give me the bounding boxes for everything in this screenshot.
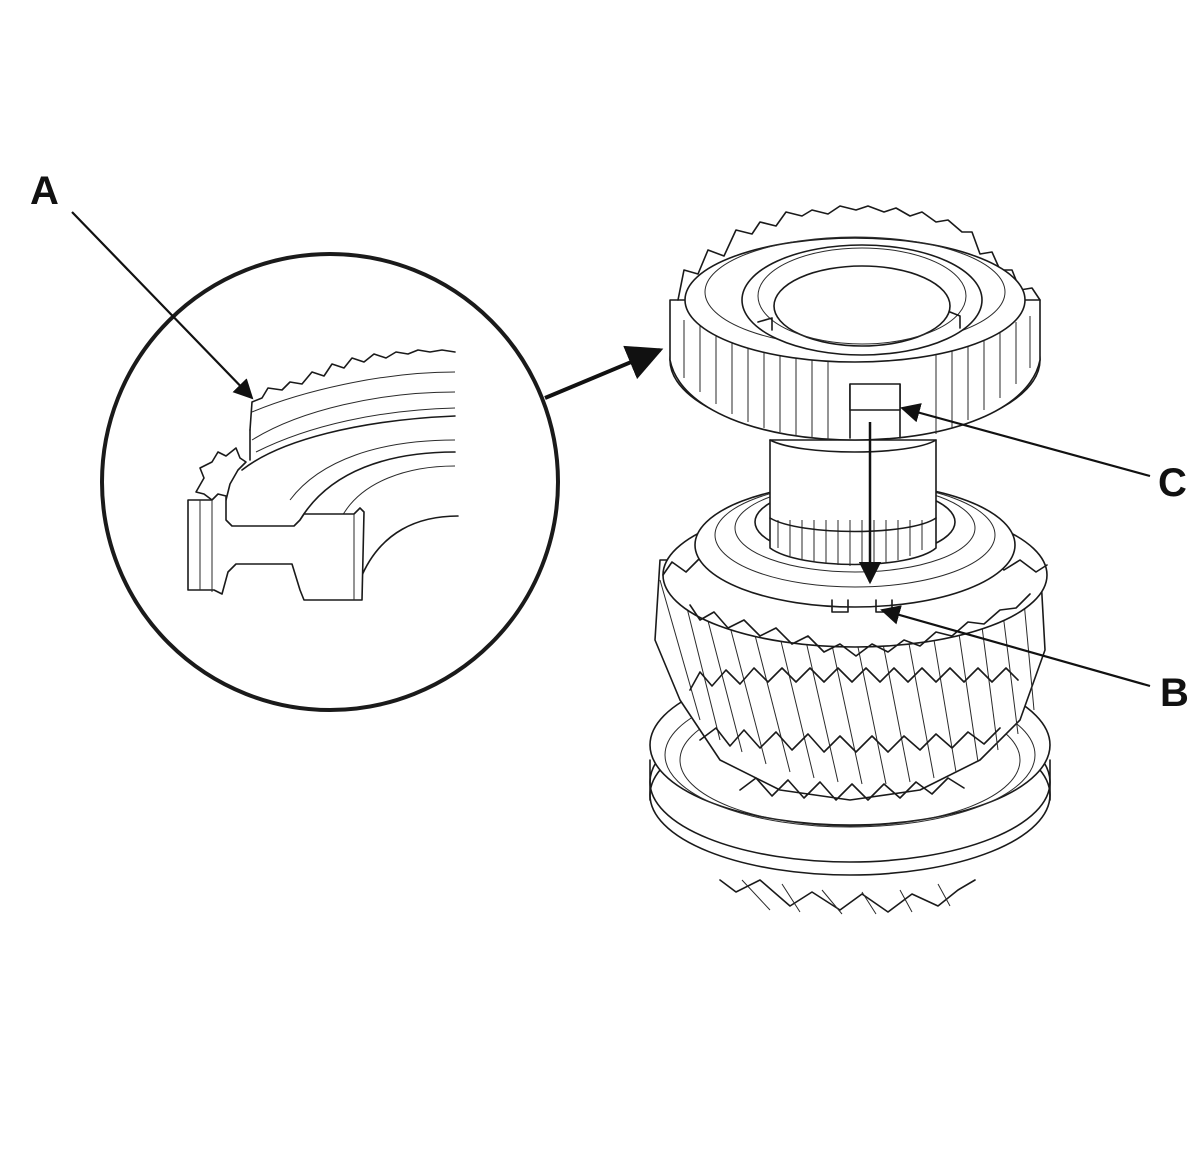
detail-cross-section <box>187 349 459 601</box>
callout-label-c: C <box>1158 461 1187 505</box>
leader-c <box>900 403 1151 478</box>
callout-label-a: A <box>30 169 59 213</box>
hub-shaft <box>769 439 937 566</box>
leader-a <box>71 211 254 400</box>
detail-inset <box>100 252 560 712</box>
upper-synchro-sleeve <box>669 205 1041 453</box>
detail-circle <box>100 252 560 712</box>
gear-assembly <box>649 205 1051 915</box>
detail-pointer-arrow <box>544 345 664 400</box>
callout-label-b: B <box>1160 671 1189 715</box>
leader-b <box>880 605 1151 688</box>
